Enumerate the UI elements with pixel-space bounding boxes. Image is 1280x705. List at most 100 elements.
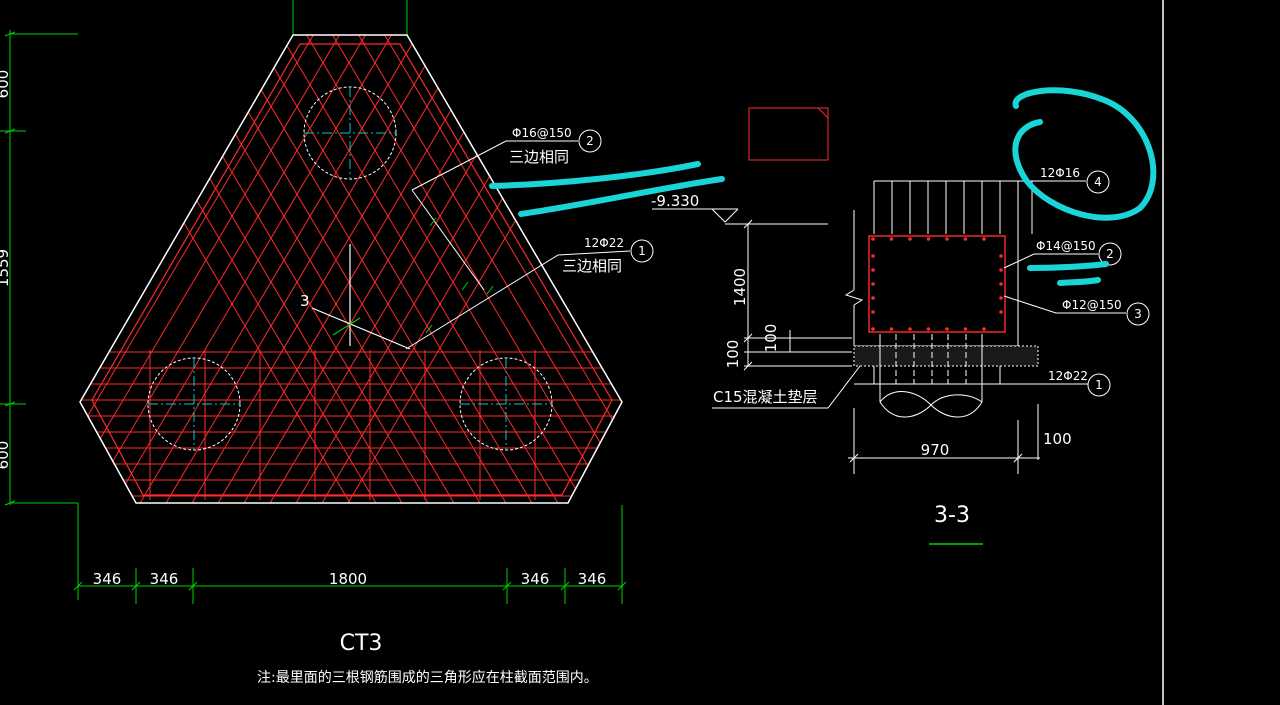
callout-top-tag: 2 [586, 134, 594, 148]
rebar-line [507, 35, 622, 503]
rebar-tag-4-circle [1086, 170, 1110, 194]
rebar-line [273, 35, 595, 503]
rebar-dot [945, 327, 949, 331]
highlight-stroke-3 [1027, 261, 1109, 271]
marker-rectangle [748, 107, 829, 161]
rebar-dot [871, 254, 875, 258]
rebar-dot [871, 310, 875, 314]
rebar-line [299, 35, 621, 503]
callout-top-desc: 三边相同 [509, 148, 569, 166]
rebar-line [143, 35, 465, 503]
section-rebar-leaders [1003, 180, 1126, 385]
concrete-layer-leader [712, 365, 861, 409]
rebar-line [285, 35, 607, 503]
rebar-spec-3: Φ12@150 [1062, 298, 1122, 312]
rebar-line [80, 35, 399, 503]
highlight-stroke-2 [518, 176, 725, 217]
rebar-line [80, 35, 139, 503]
rebar-dot [999, 282, 1003, 286]
height-dim-100-a: 100 [762, 324, 780, 353]
callout-top-tag-circle [578, 129, 602, 153]
rebar-dot [926, 237, 931, 241]
section-cap-body [844, 210, 1039, 385]
left-dim-1: 600 [0, 70, 12, 99]
rebar-spec-2: Φ14@150 [1036, 239, 1096, 253]
rebar-dot [889, 237, 894, 241]
rebar-line [80, 35, 113, 503]
section-height-dims [743, 219, 852, 371]
rebar-line [103, 35, 425, 503]
side-dim-100: 100 [1043, 430, 1072, 448]
rebar-line [91, 35, 413, 503]
column-stub [292, 0, 408, 35]
rebar-tag-2-circle [1098, 242, 1122, 266]
rebar-tag-3-circle [1126, 302, 1150, 326]
bottom-dimension-chain [73, 505, 627, 604]
callout-top-spec: Φ16@150 [512, 126, 572, 140]
pile-top [303, 86, 397, 180]
rebar-line [80, 35, 373, 503]
rebar-dot [999, 268, 1003, 272]
rebar-dot [999, 254, 1003, 258]
section-cut-line [311, 244, 411, 350]
rebar-dot [999, 310, 1003, 314]
section-title: 3-3 [934, 503, 970, 528]
highlight-stroke-4 [1057, 277, 1101, 286]
rebar-spec-1: 12Φ22 [1048, 369, 1088, 383]
rebar-spec-4: 12Φ16 [1040, 166, 1080, 180]
rebar-line [481, 35, 622, 503]
rebar-line [233, 35, 555, 503]
bottom-dim-2: 346 [150, 570, 179, 588]
markup-highlights [489, 87, 1157, 286]
rebar-line [117, 35, 439, 503]
elevation-marker [652, 208, 828, 225]
rebar-line [80, 35, 165, 503]
left-dimension-chain [0, 30, 79, 600]
left-dim-2: 1559 [0, 249, 12, 287]
pile-right [459, 357, 553, 451]
section-pile [879, 334, 983, 418]
rebar-dot [908, 237, 912, 241]
section-3-3: -9.330 1400 100 100 C15混凝土垫层 970 10 [651, 107, 1150, 545]
rebar-line [169, 35, 491, 503]
rebar-dot [871, 237, 875, 241]
pile-cap-plan: 3 Φ16@150 三边相同 2 12Φ22 三边相同 1 [0, 0, 654, 686]
bottom-dim-5: 346 [578, 570, 607, 588]
concrete-layer-label: C15混凝土垫层 [713, 388, 818, 406]
rebar-dot [963, 237, 968, 241]
section-rebar-cage [868, 235, 1006, 333]
rebar-line [80, 35, 87, 503]
rebar-dot [871, 282, 875, 286]
left-dim-3: 600 [0, 441, 12, 470]
rebar-mesh [80, 35, 622, 503]
rebar-dot [982, 327, 986, 331]
pile-left [147, 357, 241, 451]
rebar-callout-bottom: 12Φ22 三边相同 1 [562, 236, 654, 275]
rebar-line [351, 35, 622, 503]
rebar-dot [926, 327, 931, 331]
rebar-line [155, 35, 477, 503]
highlight-circle [1012, 87, 1157, 221]
rebar-dot [871, 296, 875, 300]
width-dim-970: 970 [921, 441, 950, 459]
rebar-line [221, 35, 543, 503]
elevation-value: -9.330 [651, 192, 699, 210]
rebar-line [80, 35, 217, 503]
rebar-dot [999, 296, 1003, 300]
pile-cap-outline [79, 34, 623, 504]
section-mark-label: 3 [300, 292, 310, 310]
callout-bottom-tag: 1 [638, 244, 646, 258]
rebar-dot [871, 268, 875, 272]
rebar-tag-4: 4 [1094, 175, 1102, 189]
section-column [873, 180, 1038, 234]
rebar-line [80, 35, 191, 503]
plan-note: 注:最里面的三根钢筋围成的三角形应在柱截面范围内。 [257, 669, 598, 686]
rebar-line [129, 35, 451, 503]
rebar-dot [982, 237, 986, 241]
callout-bottom-spec: 12Φ22 [584, 236, 624, 250]
rebar-tag-1-circle [1087, 373, 1111, 397]
rebar-tag-1: 1 [1095, 378, 1103, 392]
rebar-dot [871, 327, 875, 331]
height-dim-1400: 1400 [731, 268, 749, 306]
rebar-boundary [91, 43, 613, 496]
